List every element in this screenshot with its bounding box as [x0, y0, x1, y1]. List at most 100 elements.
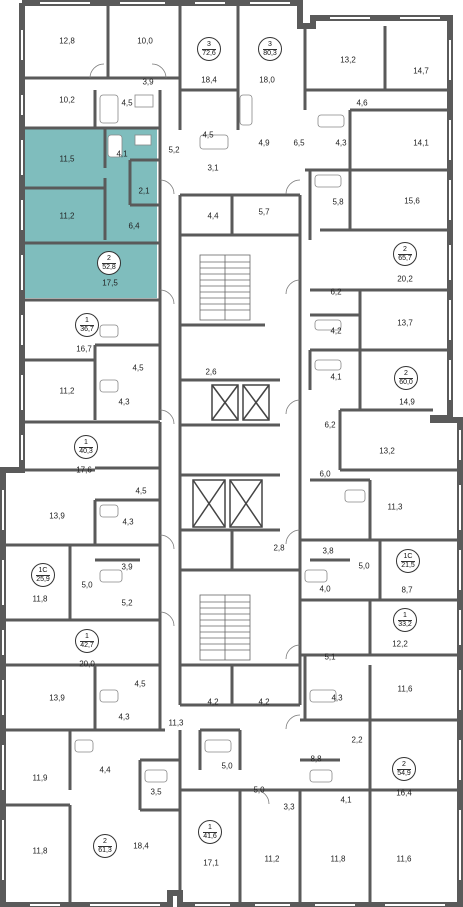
room-area: 4,4	[99, 765, 111, 775]
bathroom-fixtures	[74, 94, 366, 783]
room-area: 4,5	[121, 98, 133, 108]
room-area: 16,4	[396, 788, 412, 798]
room-area: 10,2	[59, 95, 75, 105]
elevators	[192, 384, 270, 528]
room-area: 11,8	[32, 846, 48, 856]
room-area: 6,0	[319, 469, 331, 479]
room-area: 6,4	[128, 221, 140, 231]
interior-walls	[3, 3, 460, 905]
room-area: 4,3	[331, 693, 343, 703]
room-area: 12,2	[392, 639, 408, 649]
room-area: 4,5	[134, 679, 146, 689]
room-area: 4,9	[258, 138, 270, 148]
room-area: 3,9	[142, 77, 154, 87]
room-area: 11,3	[387, 502, 403, 512]
room-area: 13,2	[379, 446, 395, 456]
room-area: 4,6	[356, 98, 368, 108]
room-area: 13,9	[49, 511, 65, 521]
room-area: 4,3	[118, 712, 130, 722]
room-area: 5,8	[332, 197, 344, 207]
room-area: 4,4	[207, 211, 219, 221]
room-area: 2,8	[273, 543, 285, 553]
room-area: 11,2	[264, 854, 280, 864]
room-area: 5,0	[221, 761, 233, 771]
room-area: 11,6	[397, 684, 413, 694]
room-area: 4,5	[132, 363, 144, 373]
room-area: 4,2	[207, 697, 219, 707]
room-area: 3,5	[150, 787, 162, 797]
room-area: 3,3	[283, 802, 295, 812]
room-area: 4,3	[335, 138, 347, 148]
highlighted-apartment-fill	[25, 128, 157, 298]
room-area: 5,0	[81, 580, 93, 590]
room-area: 20,0	[79, 659, 95, 669]
stairs	[199, 254, 251, 661]
room-area: 15,6	[404, 196, 420, 206]
room-area: 17,6	[76, 465, 92, 475]
room-area: 4,3	[122, 517, 134, 527]
room-area: 5,2	[121, 598, 133, 608]
room-area: 5,0	[253, 785, 265, 795]
room-area: 11,6	[396, 854, 412, 864]
room-area: 8,7	[401, 585, 413, 595]
room-area: 6,5	[293, 138, 305, 148]
doors	[89, 63, 301, 805]
room-area: 4,1	[330, 372, 342, 382]
room-area: 14,7	[413, 66, 429, 76]
room-area: 13,2	[340, 55, 356, 65]
room-area: 6,2	[330, 287, 342, 297]
room-area: 4,2	[330, 326, 342, 336]
room-area: 8,8	[310, 754, 322, 764]
room-area: 4,1	[116, 149, 128, 159]
room-area: 14,9	[399, 397, 415, 407]
room-area: 13,9	[49, 693, 65, 703]
room-area: 5,7	[258, 207, 270, 217]
room-area: 3,9	[121, 562, 133, 572]
room-area: 17,1	[203, 858, 219, 868]
room-area: 11,3	[168, 718, 184, 728]
room-area: 11,5	[59, 154, 75, 164]
room-area: 11,8	[330, 854, 346, 864]
room-area: 4,1	[340, 795, 352, 805]
room-area: 20,2	[397, 274, 413, 284]
room-area: 2,2	[351, 735, 363, 745]
room-area: 18,4	[133, 841, 149, 851]
room-area: 11,8	[32, 594, 48, 604]
room-area: 17,5	[102, 278, 118, 288]
room-area: 18,4	[201, 75, 217, 85]
room-area: 2,1	[138, 186, 150, 196]
room-area: 4,5	[135, 486, 147, 496]
room-area: 5,1	[324, 652, 336, 662]
room-area: 13,7	[397, 318, 413, 328]
room-area: 14,1	[413, 138, 429, 148]
room-area: 4,2	[258, 697, 270, 707]
room-area: 4,0	[319, 584, 331, 594]
room-area: 16,7	[76, 344, 92, 354]
room-area: 18,0	[259, 75, 275, 85]
room-area: 11,9	[32, 773, 48, 783]
room-area: 4,5	[202, 130, 214, 140]
room-area: 2,6	[205, 367, 217, 377]
room-area: 6,2	[324, 420, 336, 430]
room-area: 5,0	[358, 561, 370, 571]
room-area: 11,2	[59, 211, 75, 221]
room-area: 5,2	[168, 145, 180, 155]
room-area: 3,8	[322, 546, 334, 556]
